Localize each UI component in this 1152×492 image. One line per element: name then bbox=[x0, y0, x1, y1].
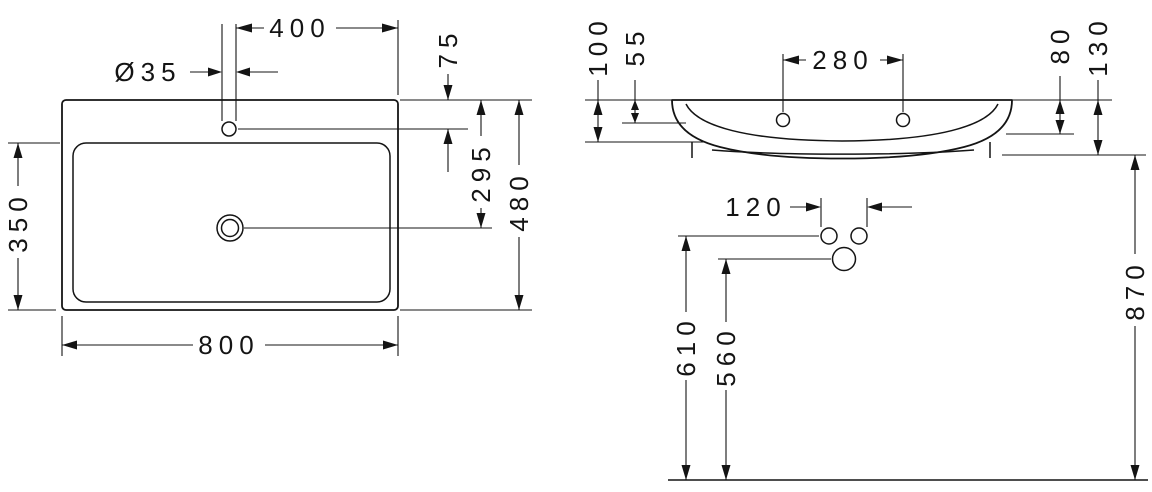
arrowhead bbox=[593, 127, 603, 142]
drain-outlet-hole bbox=[831, 246, 857, 272]
dim-label-800: 800 bbox=[198, 330, 259, 360]
tap-hole-right bbox=[895, 112, 911, 128]
arrowheads-top-view bbox=[13, 23, 524, 350]
basin-underside-line bbox=[711, 149, 975, 155]
arrowhead bbox=[593, 100, 603, 115]
outlet-hole-right bbox=[850, 227, 868, 245]
arrowhead bbox=[236, 67, 250, 77]
mounting-feet bbox=[691, 142, 991, 158]
tap-hole bbox=[221, 121, 237, 137]
arrowhead bbox=[443, 129, 453, 144]
arrowhead bbox=[382, 23, 398, 33]
arrowhead bbox=[783, 55, 799, 65]
dim-label-55: 55 bbox=[620, 26, 650, 67]
arrowhead bbox=[1130, 155, 1140, 170]
drain-inner-ring bbox=[220, 218, 240, 238]
dim-label-610: 610 bbox=[671, 315, 701, 376]
arrowhead bbox=[514, 295, 524, 310]
arrowheads-side-view bbox=[593, 55, 1140, 480]
dim-label-80: 80 bbox=[1045, 24, 1075, 65]
arrowhead bbox=[1055, 100, 1065, 114]
top-view: 400 Ø35 75 295 480 350 800 bbox=[3, 13, 534, 360]
tap-hole-extensions bbox=[782, 54, 904, 112]
dim-label-295: 295 bbox=[466, 141, 496, 202]
tap-hole-left bbox=[775, 112, 791, 128]
arrowhead bbox=[867, 202, 882, 212]
dim-label-480: 480 bbox=[504, 170, 534, 231]
dim-label-diameter-35: Ø35 bbox=[114, 57, 181, 87]
arrowhead bbox=[476, 213, 486, 228]
dimension-lines-side-view bbox=[585, 54, 1146, 480]
outlet-hole-left bbox=[820, 227, 838, 245]
arrowhead bbox=[13, 143, 23, 158]
arrowhead bbox=[721, 465, 731, 480]
dim-label-75: 75 bbox=[433, 28, 463, 69]
outlet-extensions bbox=[678, 235, 831, 260]
arrowhead bbox=[631, 113, 639, 123]
arrowhead bbox=[681, 236, 691, 251]
basin-profile-outline bbox=[671, 99, 1013, 160]
arrowhead bbox=[1130, 465, 1140, 480]
basin-inner-rim bbox=[72, 142, 391, 303]
arrowhead bbox=[721, 259, 731, 274]
arrowhead bbox=[806, 202, 821, 212]
arrowhead bbox=[681, 465, 691, 480]
arrowhead bbox=[208, 67, 222, 77]
dim-label-560: 560 bbox=[711, 325, 741, 386]
arrowhead bbox=[13, 295, 23, 310]
arrowhead bbox=[383, 340, 398, 350]
dim-label-870: 870 bbox=[1120, 259, 1150, 320]
arrowhead bbox=[1055, 120, 1065, 134]
drain-outer-ring bbox=[216, 214, 244, 242]
dim-label-130: 130 bbox=[1083, 15, 1113, 76]
arrowhead bbox=[443, 85, 453, 100]
dim-label-100: 100 bbox=[583, 15, 613, 76]
edge-extensions-right bbox=[400, 99, 532, 311]
arrowhead bbox=[62, 340, 77, 350]
dim-350-extensions bbox=[8, 142, 60, 311]
basin-outer-outline bbox=[61, 99, 399, 311]
basin-inner-bowl-line bbox=[685, 103, 999, 142]
arrowhead bbox=[1093, 140, 1103, 155]
dim-120-extensions bbox=[820, 198, 868, 227]
side-view: 100 55 280 80 130 120 610 560 870 bbox=[583, 15, 1150, 481]
dim-label-280: 280 bbox=[812, 45, 873, 75]
arrowhead bbox=[887, 55, 903, 65]
arrowhead bbox=[631, 100, 639, 110]
dim-label-400: 400 bbox=[269, 13, 330, 43]
arrowhead bbox=[476, 100, 486, 115]
dim-800-extensions bbox=[61, 316, 399, 356]
arrowhead bbox=[1093, 100, 1103, 115]
dim-label-120: 120 bbox=[725, 192, 786, 222]
arrowhead bbox=[514, 100, 524, 115]
tap-hole-tangent-extensions bbox=[221, 24, 237, 121]
arrowhead bbox=[236, 23, 252, 33]
dim-label-350: 350 bbox=[3, 191, 33, 252]
